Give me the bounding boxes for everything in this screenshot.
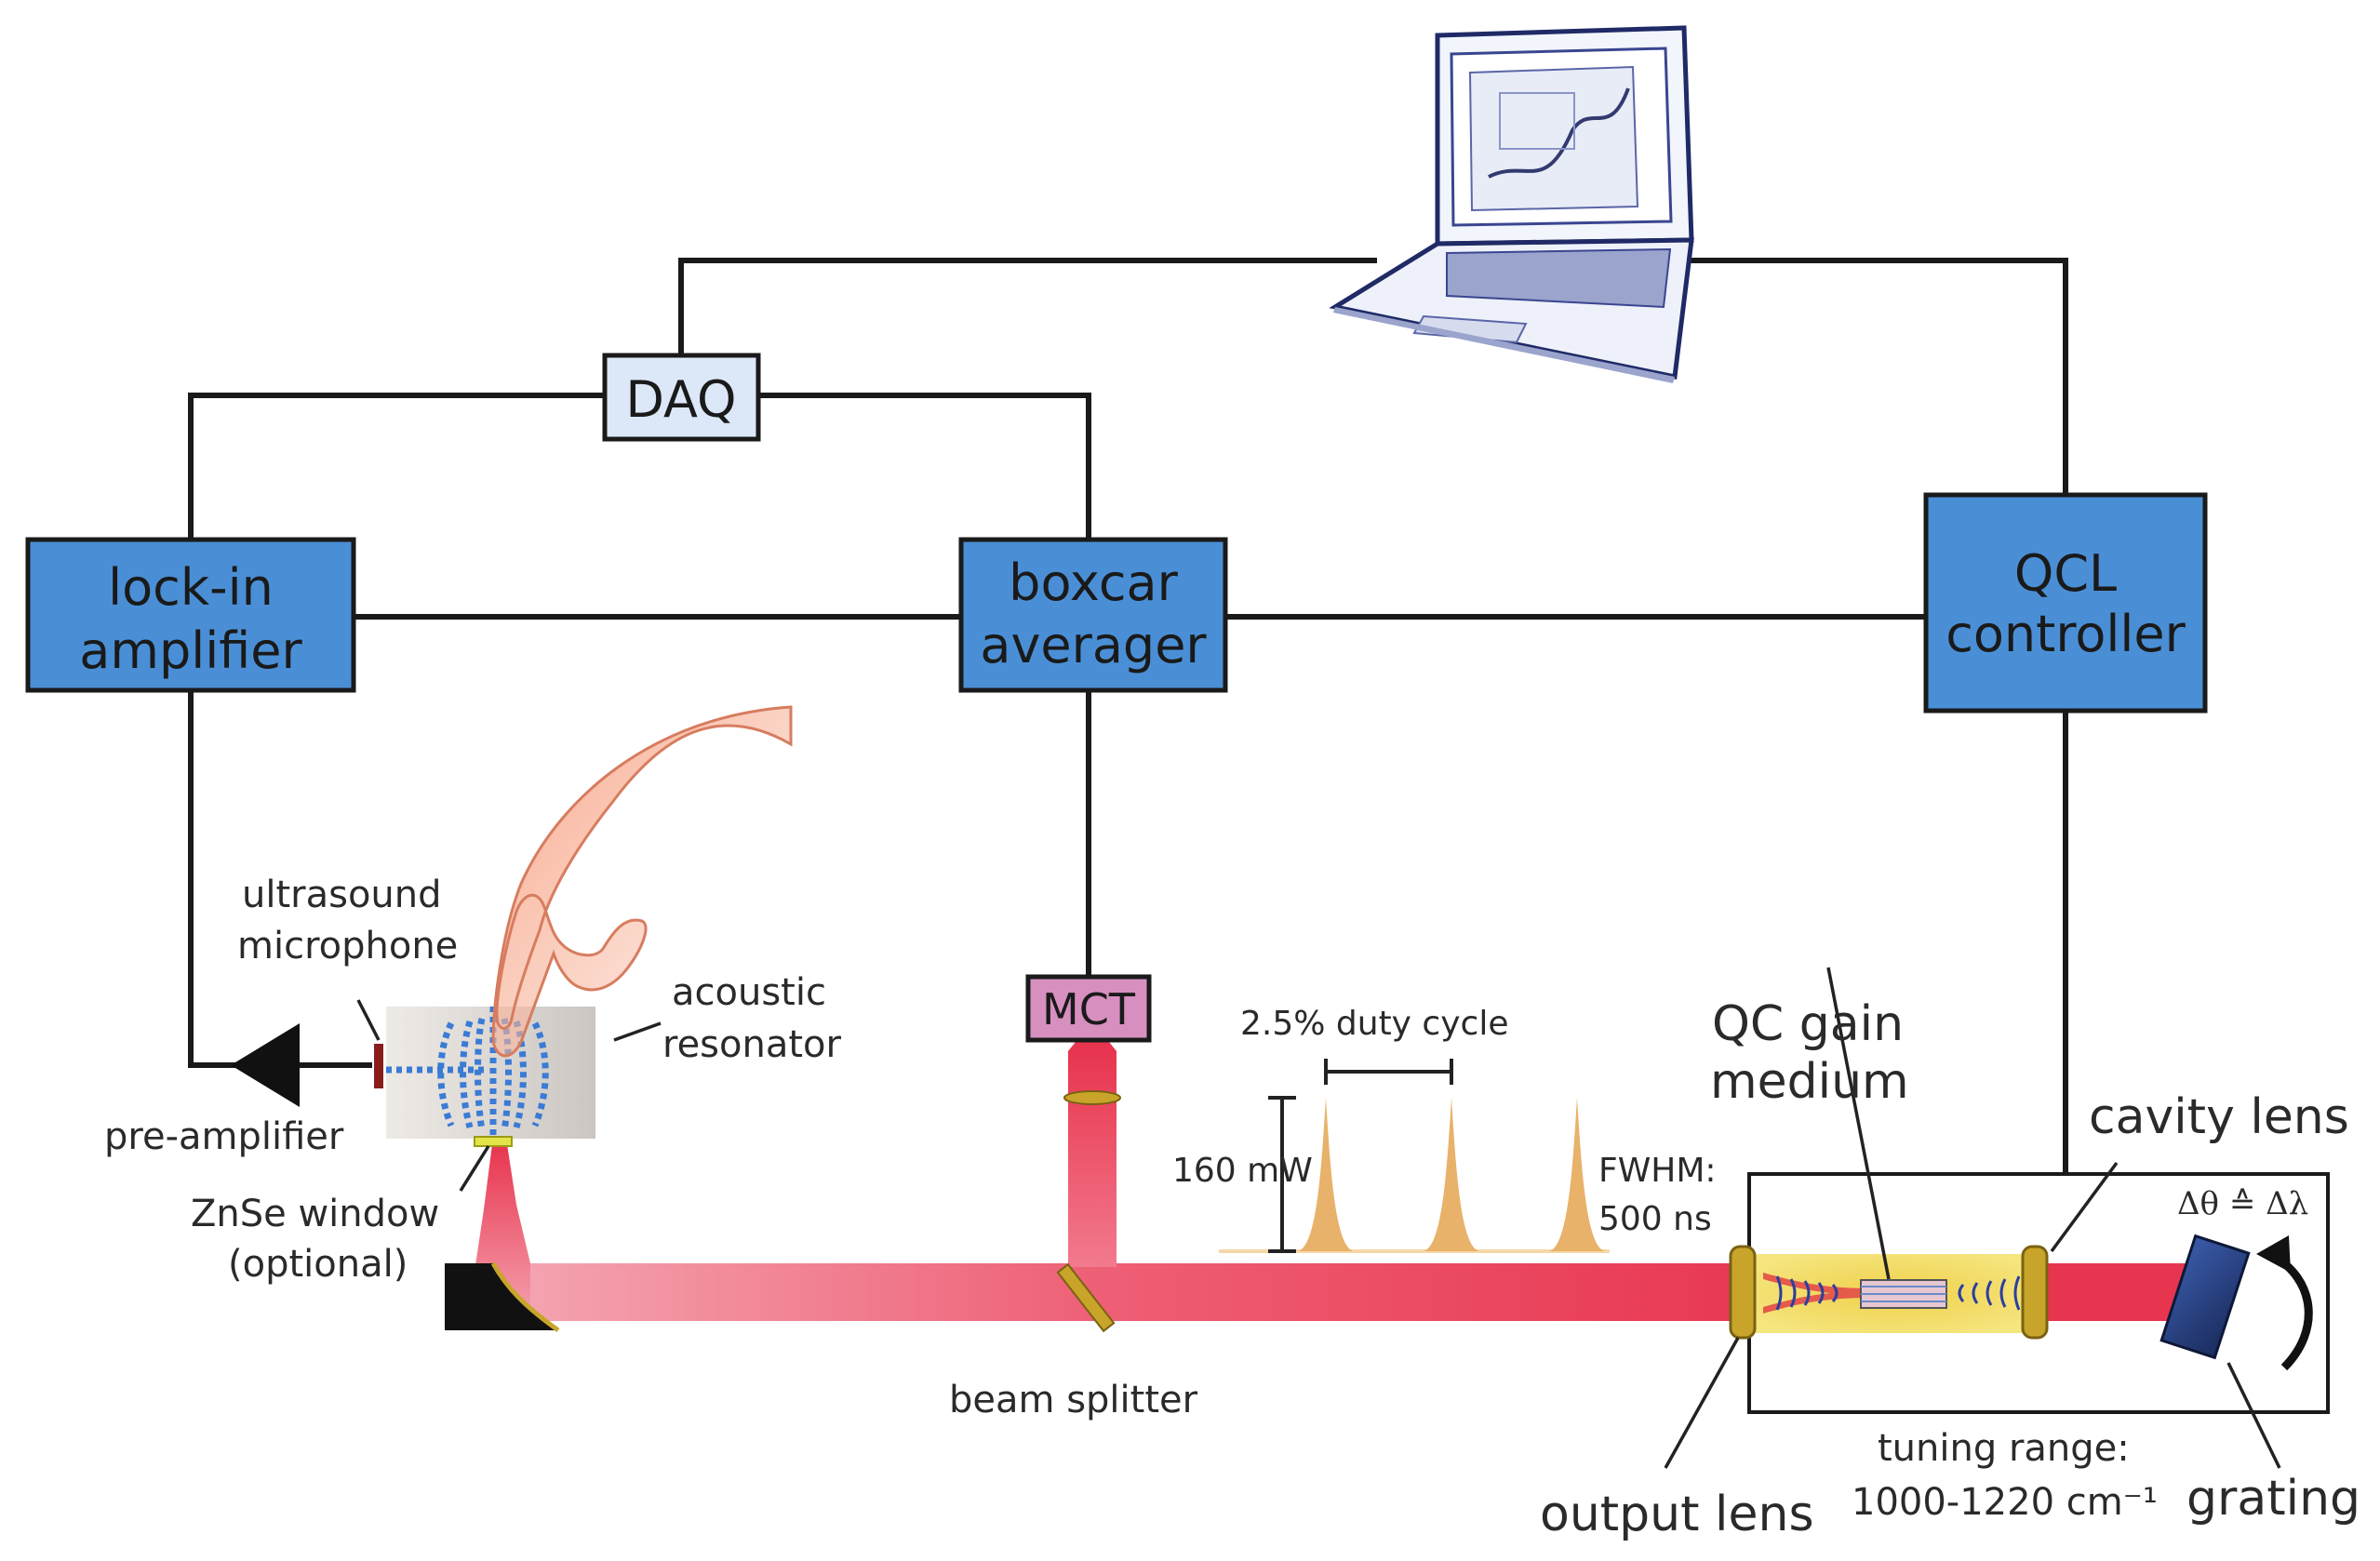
beam-splitter-label: beam splitter <box>949 1379 1198 1421</box>
output-lens-icon <box>1729 1245 1757 1340</box>
grating-icon <box>2159 1234 2251 1360</box>
fwhm-label-line2: 500 ns <box>1598 1200 1712 1238</box>
lock-in-amplifier-box: lock-in amplifier <box>25 537 356 693</box>
rotation-arrow-icon <box>2256 1235 2313 1371</box>
beam-splitter-icon <box>1056 1262 1116 1333</box>
power-label: 160 mW <box>1172 1152 1313 1190</box>
daq-label: DAQ <box>625 370 736 429</box>
gain-label-line1: QC gain <box>1712 996 1904 1052</box>
mct-label: MCT <box>1042 984 1136 1034</box>
power-bracket <box>1268 1096 1296 1253</box>
ultrasound-label-line2: microphone <box>237 925 458 967</box>
qcl-label-line2: controller <box>1945 605 2186 663</box>
znse-label-line2: (optional) <box>228 1243 408 1286</box>
mirror-icon <box>445 1261 560 1333</box>
fwhm-label-line1: FWHM: <box>1598 1152 1717 1190</box>
hand-icon <box>491 705 793 1058</box>
acoustic-label-line1: acoustic <box>672 971 826 1014</box>
lock-in-label-line1: lock-in <box>108 558 274 617</box>
mct-detector-box: MCT <box>1025 974 1152 1043</box>
acoustic-resonator <box>386 1007 595 1147</box>
gain-label-line2: medium <box>1710 1054 1909 1110</box>
delta-label: Δθ ≙ Δλ <box>2177 1185 2308 1222</box>
preamp-label: pre-amplifier <box>104 1115 344 1158</box>
laptop-icon <box>1329 25 1694 383</box>
qcl-controller-box: QCL controller <box>1923 492 2208 714</box>
diagram-labels: ultrasound microphone acoustic resonator… <box>104 874 2360 1542</box>
boxcar-label-line1: boxcar <box>1009 554 1178 612</box>
signal-wires <box>188 258 2068 1174</box>
cavity-lens-icon <box>2021 1245 2049 1340</box>
ultrasound-label-line1: ultrasound <box>242 874 442 916</box>
qc-gain-medium <box>1749 1254 2038 1333</box>
ultrasound-microphone-icon <box>374 1044 383 1088</box>
tuning-label-line1: tuning range: <box>1878 1427 2130 1470</box>
grating-label: grating <box>2186 1471 2360 1527</box>
mct-lens-icon <box>1063 1090 1121 1105</box>
leader-lines <box>356 967 2281 1469</box>
tuning-label-line2: 1000-1220 cm⁻¹ <box>1852 1481 2158 1524</box>
lock-in-label-line2: amplifier <box>79 621 302 680</box>
boxcar-averager-box: boxcar averager <box>958 537 1228 693</box>
znse-label-line1: ZnSe window <box>191 1193 439 1235</box>
duty-cycle-bracket <box>1324 1059 1453 1085</box>
boxcar-label-line2: averager <box>980 616 1207 674</box>
pre-amplifier-icon <box>231 1023 300 1107</box>
duty-cycle-label: 2.5% duty cycle <box>1240 1005 1508 1043</box>
daq-box: DAQ <box>602 353 761 442</box>
qcl-label-line1: QCL <box>2014 544 2117 603</box>
acoustic-label-line2: resonator <box>662 1023 842 1066</box>
cavity-lens-label: cavity lens <box>2089 1089 2349 1145</box>
output-lens-label: output lens <box>1540 1487 1814 1542</box>
